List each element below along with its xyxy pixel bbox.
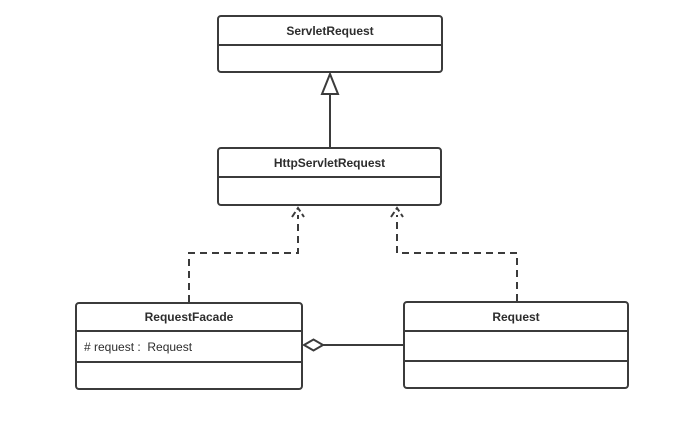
class-title: RequestFacade xyxy=(77,304,301,332)
attributes-compartment xyxy=(405,332,627,362)
generalization-connector[interactable] xyxy=(320,71,340,147)
attributes-compartment: # request : Request xyxy=(77,332,301,363)
operations-compartment xyxy=(405,362,627,387)
attributes-compartment xyxy=(219,178,440,204)
hollow-triangle-arrowhead xyxy=(320,71,340,95)
class-title: ServletRequest xyxy=(219,17,441,46)
class-box-httpservletrequest[interactable]: HttpServletRequest xyxy=(217,147,442,206)
realization-connector-left[interactable] xyxy=(188,206,305,302)
open-arrowhead xyxy=(390,206,404,218)
class-title: Request xyxy=(405,303,627,332)
open-arrowhead xyxy=(291,206,305,218)
operations-compartment xyxy=(77,363,301,388)
class-box-request[interactable]: Request xyxy=(403,301,629,389)
realization-connector-right[interactable] xyxy=(390,206,518,301)
attribute-request: # request : Request xyxy=(84,339,193,354)
class-box-requestfacade[interactable]: RequestFacade # request : Request xyxy=(75,302,303,390)
class-title: HttpServletRequest xyxy=(219,149,440,178)
attributes-compartment xyxy=(219,46,441,71)
class-box-servletrequest[interactable]: ServletRequest xyxy=(217,15,443,73)
aggregation-connector[interactable] xyxy=(302,338,403,352)
hollow-diamond xyxy=(302,338,325,352)
